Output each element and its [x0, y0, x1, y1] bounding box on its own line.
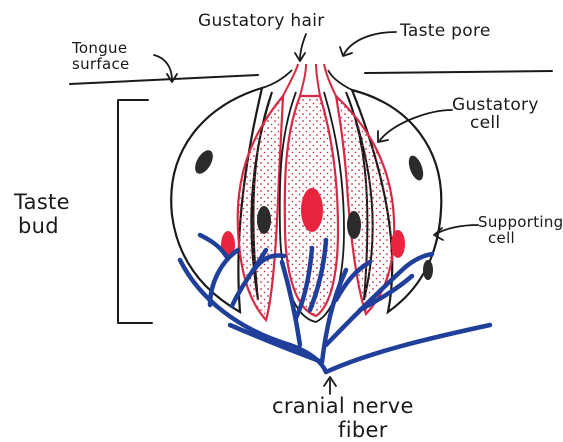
tongue-surface-line-left — [70, 75, 258, 84]
gustatory-hair-label: Gustatory hair — [198, 12, 325, 30]
tongue-surface-label: Tongue surface — [72, 40, 130, 72]
supporting-cell-label: Supporting cell — [478, 214, 563, 246]
tongue-surface-line2: surface — [72, 56, 130, 72]
supporting-nucleus-2 — [257, 206, 271, 234]
cranial-nerve-fiber-label: cranial nerve fiber — [272, 394, 414, 442]
cranial-nerve-line2: fiber — [272, 418, 414, 442]
taste-bud-line1: Taste — [14, 190, 70, 214]
gustatory-hair-2 — [300, 64, 306, 96]
taste-pore-text: Taste pore — [400, 21, 491, 41]
supporting-cell-line1: Supporting — [478, 214, 563, 230]
gustatory-nucleus-right — [391, 230, 405, 258]
supporting-cell-arrow — [436, 225, 478, 234]
supporting-nucleus-3 — [347, 211, 361, 239]
taste-pore-label: Taste pore — [400, 22, 491, 40]
supporting-cell-line2: cell — [478, 230, 563, 246]
gustatory-hair-1 — [283, 64, 298, 96]
gustatory-hair-4 — [324, 64, 336, 96]
tongue-surface-line1: Tongue — [72, 40, 130, 56]
gustatory-hair-3 — [316, 64, 320, 96]
taste-bud-bracket — [118, 100, 152, 323]
taste-bud-line2: bud — [14, 214, 70, 238]
taste-pore-arrow — [344, 32, 396, 54]
cranial-nerve-line1: cranial nerve — [272, 394, 414, 418]
gustatory-cell-label: Gustatory cell — [452, 96, 539, 132]
gustatory-cell-line2: cell — [452, 114, 539, 132]
gustatory-hair-text: Gustatory hair — [198, 11, 325, 31]
gustatory-cell-line1: Gustatory — [452, 96, 539, 114]
gustatory-nucleus-center — [301, 188, 323, 232]
supporting-nucleus-5 — [423, 260, 433, 280]
tongue-surface-line-right — [365, 71, 552, 73]
taste-bud-label: Taste bud — [14, 190, 70, 238]
